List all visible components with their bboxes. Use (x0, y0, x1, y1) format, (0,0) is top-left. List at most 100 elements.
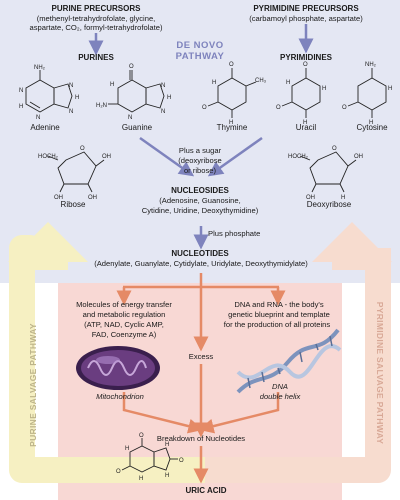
dna-label-line2: double helix (259, 392, 301, 401)
plus-phosphate: Plus phosphate (208, 229, 261, 238)
svg-text:O: O (332, 146, 337, 152)
svg-text:H: H (229, 120, 233, 126)
svg-text:N: N (128, 115, 132, 121)
mitochondrion-label: Mitochondrion (96, 392, 144, 401)
ribose-structure (47, 151, 105, 193)
svg-text:O: O (129, 64, 134, 70)
svg-text:H: H (286, 80, 290, 86)
energy-line2: and metabolic regulation (82, 310, 166, 319)
ribose-label: Ribose (60, 200, 86, 209)
svg-text:O: O (303, 62, 308, 68)
uracil-structure (281, 68, 321, 118)
svg-text:N: N (69, 109, 73, 115)
svg-text:N: N (36, 115, 40, 121)
svg-text:O: O (229, 62, 234, 68)
thymine-label: Thymine (216, 123, 248, 132)
purine-precursors-line2: aspartate, CO₂, formyl-tetrahydrofolate) (29, 23, 163, 32)
pyrimidine-precursors-title: PYRIMIDINE PRECURSORS (253, 4, 359, 13)
svg-text:H₂N: H₂N (96, 103, 107, 109)
svg-text:OH: OH (306, 195, 315, 201)
de-novo-label-line2: PATHWAY (175, 51, 225, 62)
nucleosides-line1: (Adenosine, Guanosine, (159, 196, 241, 205)
svg-text:H: H (167, 95, 171, 101)
svg-text:H: H (165, 473, 169, 479)
svg-text:OH: OH (54, 195, 63, 201)
svg-text:H: H (125, 446, 129, 452)
svg-text:H: H (341, 195, 345, 201)
nucleotides-line1: (Adenylate, Guanylate, Cytidylate, Uridy… (94, 259, 308, 268)
purine-salvage-label: PURINE SALVAGE PATHWAY (28, 323, 38, 447)
svg-text:H: H (139, 476, 143, 482)
svg-text:H: H (75, 95, 79, 101)
dna-rna-line1: DNA and RNA - the body's (234, 300, 324, 309)
svg-text:O: O (179, 458, 184, 464)
adenine-label: Adenine (30, 123, 60, 132)
plus-sugar-line3: or ribose) (183, 166, 217, 175)
uracil-label: Uracil (295, 123, 317, 132)
svg-text:O: O (202, 105, 207, 111)
dna-rna-line2: genetic blueprint and template (228, 310, 330, 319)
svg-text:HOCH₂: HOCH₂ (288, 154, 309, 160)
svg-text:H: H (165, 442, 169, 448)
purine-precursors-line1: (methenyl-tetrahydrofolate, glycine, (36, 14, 156, 23)
cytosine-label: Cytosine (356, 123, 388, 132)
dna-double-helix-image (236, 328, 342, 394)
svg-text:O: O (276, 105, 281, 111)
thymine-structure (207, 68, 257, 118)
svg-text:H: H (212, 80, 216, 86)
mitochondrion-image (76, 346, 160, 390)
breakdown-label: Breakdown of Nucleotides (156, 434, 246, 443)
svg-text:OH: OH (88, 195, 97, 201)
deoxyribose-label: Deoxyribose (306, 200, 352, 209)
plus-sugar-line1: Plus a sugar (178, 146, 222, 155)
excess-label: Excess (188, 352, 214, 361)
purine-salvage-arrowhead (8, 222, 88, 270)
svg-text:OH: OH (354, 154, 363, 160)
svg-text:OH: OH (102, 154, 111, 160)
svg-text:N: N (161, 109, 165, 115)
arrow-purines-to-nucleosides (139, 136, 195, 177)
pyrimidine-precursors-line1: (carbamoyl phosphate, aspartate) (249, 14, 363, 23)
arrow-dna-to-breakdown (198, 392, 280, 434)
guanine-label: Guanine (121, 123, 153, 132)
svg-text:O: O (80, 146, 85, 152)
energy-line3: (ATP, NAD, Cyclic AMP, (84, 320, 164, 329)
pyrimidine-salvage-label: PYRIMIDINE SALVAGE PATHWAY (375, 301, 385, 445)
purine-precursors-title: PURINE PRECURSORS (51, 4, 141, 13)
cytosine-structure (347, 68, 387, 118)
uric-acid-structure (121, 438, 178, 473)
svg-text:O: O (139, 433, 144, 439)
svg-text:CH₃: CH₃ (255, 78, 267, 84)
pyrimidine-salvage-arrow (205, 248, 391, 483)
purines-label: PURINES (78, 53, 114, 62)
adenine-structure (25, 70, 73, 113)
de-novo-label-line1: DE NOVO (176, 40, 224, 51)
pyrimidines-label: PYRIMIDINES (279, 53, 332, 62)
svg-text:H: H (303, 120, 307, 126)
dna-label-line1: DNA (271, 382, 289, 391)
arrow-mito-to-breakdown (122, 392, 204, 434)
svg-text:N: N (69, 83, 73, 89)
nucleosides-title: NUCLEOSIDES (171, 186, 229, 195)
svg-text:H: H (19, 104, 23, 110)
svg-text:N: N (19, 88, 23, 94)
svg-text:H: H (388, 86, 392, 92)
svg-text:H: H (369, 120, 373, 126)
uric-acid-label: URIC ACID (185, 486, 227, 495)
pyrimidine-salvage-arrowhead (312, 222, 392, 270)
energy-line1: Molecules of energy transfer (76, 300, 172, 309)
svg-text:H: H (110, 82, 114, 88)
energy-line4: FAD, Coenzyme A) (91, 330, 157, 339)
deoxyribose-structure (299, 151, 357, 193)
plus-sugar-line2: (deoxyribose (178, 156, 222, 165)
guanine-structure (108, 70, 165, 113)
svg-text:O: O (116, 469, 121, 475)
svg-text:N: N (161, 83, 165, 89)
svg-text:H: H (322, 86, 326, 92)
svg-text:O: O (342, 105, 347, 111)
nucleotides-title: NUCLEOTIDES (171, 249, 229, 258)
svg-text:HOCH₂: HOCH₂ (38, 154, 59, 160)
svg-text:NH₂: NH₂ (34, 65, 46, 71)
svg-text:NH₂: NH₂ (365, 62, 377, 68)
